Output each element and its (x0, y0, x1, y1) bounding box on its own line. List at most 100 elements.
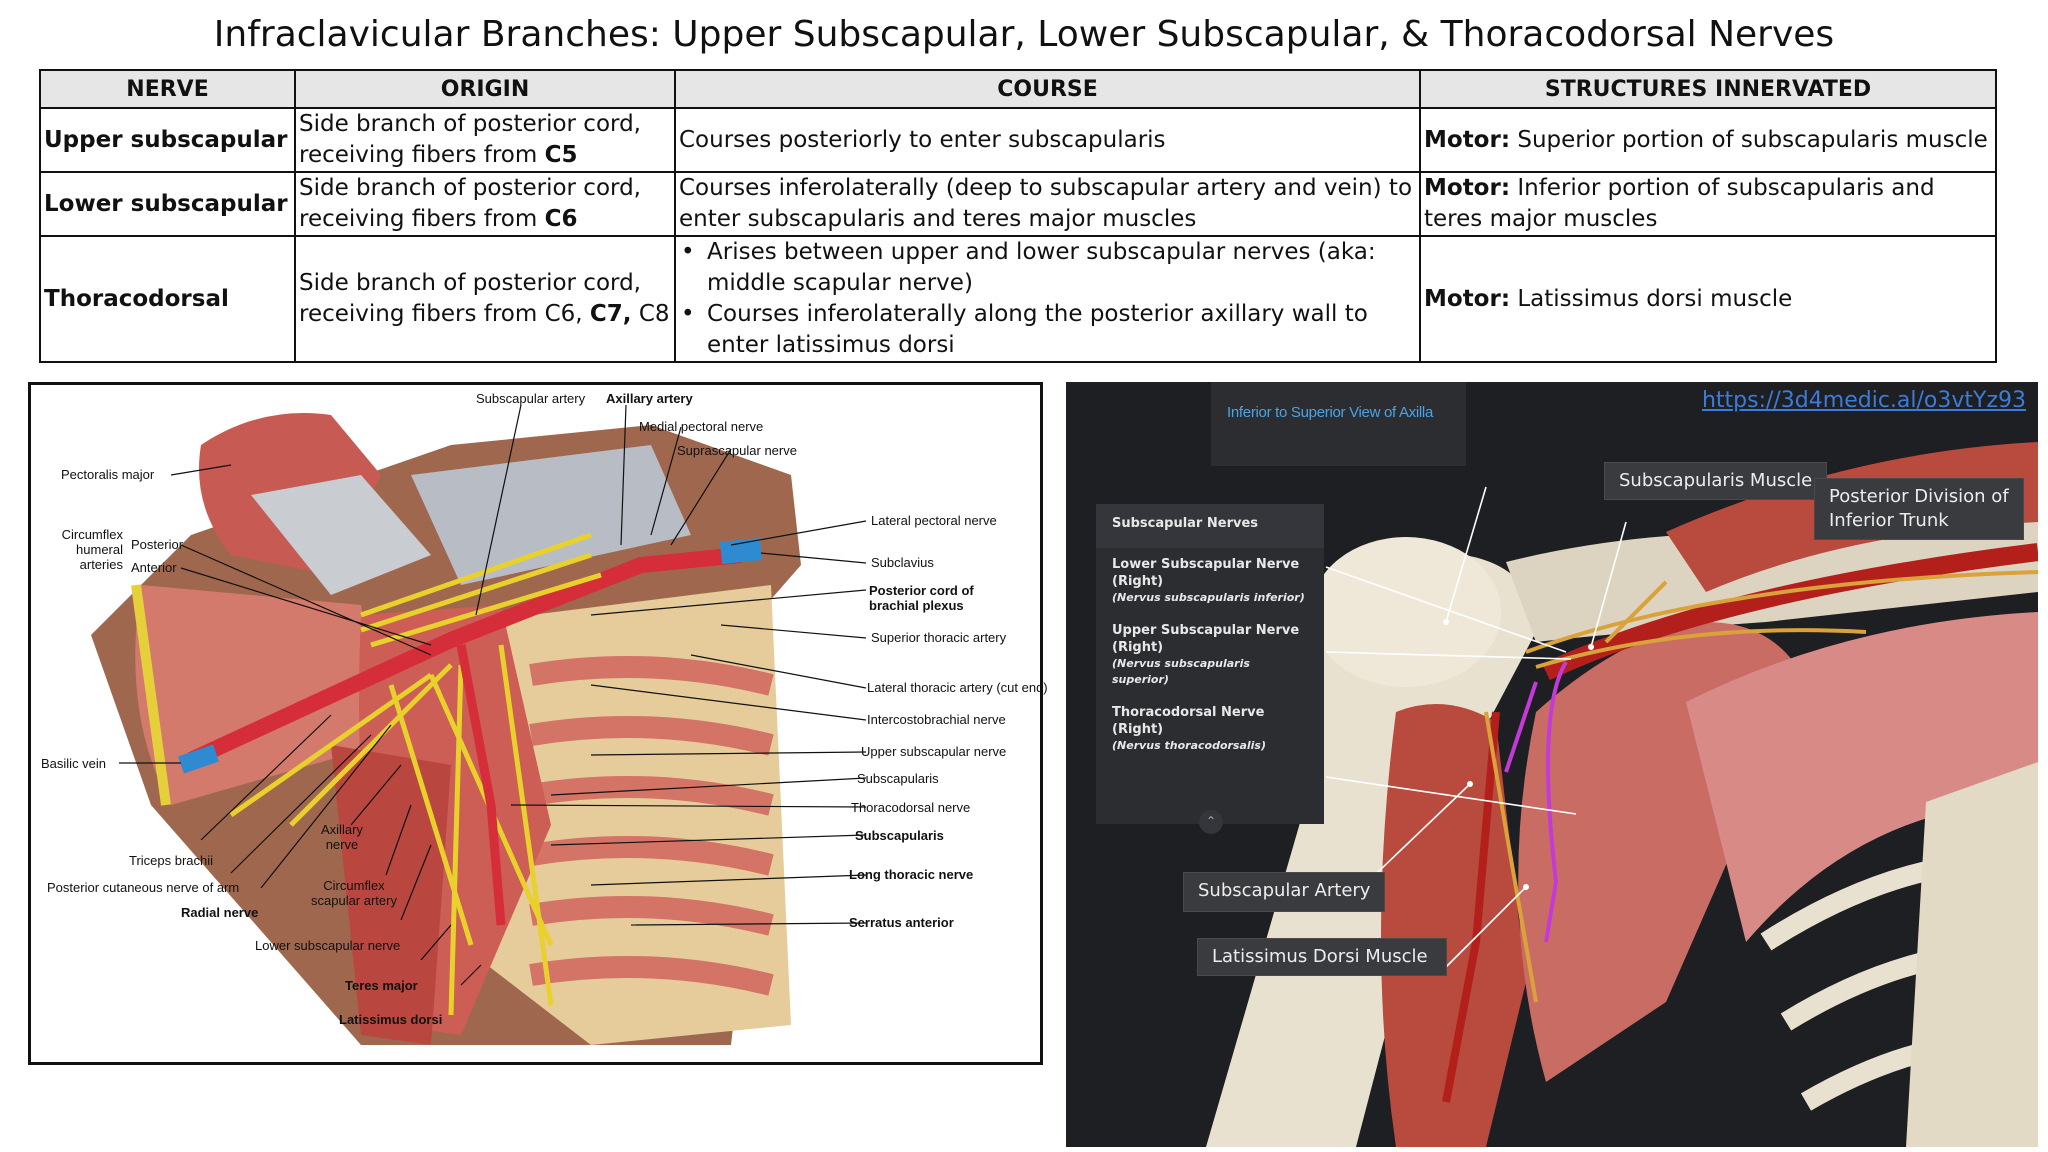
leader-lines (119, 404, 867, 986)
label-posterior-cutaneous-nerve: Posterior cutaneous nerve of arm (47, 880, 240, 895)
label-latissimus-dorsi: Latissimus dorsi (339, 1012, 443, 1027)
rib-band (529, 776, 774, 816)
3d4medical-link[interactable]: https://3d4medic.al/o3vtYz93 (1701, 388, 2026, 413)
leader-line (460, 964, 482, 986)
leader-line (1325, 776, 1577, 815)
leader-line (670, 448, 732, 546)
nerve (1525, 570, 2038, 654)
nerve-strand (360, 552, 592, 633)
rib-band (529, 956, 774, 996)
motor-label: Motor: (1424, 175, 1511, 201)
illustration-drawing (91, 404, 867, 1045)
nerve-strand (498, 644, 554, 1006)
list-item: Arises between upper and lower subscapul… (681, 237, 1416, 299)
leader-line (230, 734, 372, 874)
leader-line (385, 804, 412, 876)
label-subscapularis-bold: Subscapularis (855, 828, 944, 843)
label-lower-subscapular-nerve: Lower subscapular nerve (255, 938, 401, 953)
latissimus-muscle (331, 745, 451, 1045)
leader-line (590, 589, 867, 616)
leader-line (420, 924, 452, 961)
leader-line (475, 404, 522, 616)
label-teres-major: Teres major (345, 978, 418, 993)
innervated-cell: Motor: Latissimus dorsi muscle (1419, 235, 1997, 363)
leader-line (590, 874, 867, 886)
nerve-name: Upper subscapular (39, 107, 296, 173)
item-name: Lower Subscapular Nerve (Right) (1112, 557, 1300, 589)
3d-render (1206, 442, 2038, 1147)
nerve-name: Thoracodorsal (39, 235, 296, 363)
leader-line (630, 922, 867, 926)
label-triceps-brachii: Triceps brachii (129, 853, 214, 868)
leader-line (1325, 566, 1567, 653)
rib-band (529, 656, 774, 696)
subscapular-artery (1442, 711, 1500, 1103)
column-header-structures: STRUCTURES INNERVATED (1419, 69, 1997, 109)
nerve-strand (289, 663, 453, 827)
basilic-vein (178, 744, 219, 774)
innervated-text: Latissimus dorsi muscle (1510, 285, 1793, 312)
column-header-course: COURSE (674, 69, 1421, 109)
nerve-strand (370, 572, 602, 648)
nerve (1535, 628, 1867, 669)
leader-line (1445, 886, 1527, 968)
leader-line (180, 544, 432, 656)
leader-line (200, 714, 332, 841)
label-posterior-cord: Posterior cord of brachial plexus (869, 583, 974, 613)
leader-line (590, 684, 867, 721)
list-item[interactable]: Upper Subscapular Nerve (Right) (Nervus … (1096, 614, 1324, 696)
item-latin: (Nervus subscapularis inferior) (1112, 591, 1305, 604)
table-row: Thoracodorsal Side branch of posterior c… (39, 235, 1997, 363)
list-item: Courses inferolaterally along the poster… (681, 299, 1416, 361)
leader-line (400, 844, 432, 921)
item-latin: (Nervus subscapularis superior) (1112, 657, 1250, 686)
leader-line (350, 764, 402, 826)
leader-line (1325, 651, 1572, 660)
clavicle-region (411, 445, 691, 585)
leader-line (550, 777, 867, 796)
annotation-dot (1588, 644, 1594, 650)
nerve (1604, 580, 1668, 644)
label-suprascapular-nerve: Suprascapular nerve (677, 443, 797, 458)
label-subscapular-artery: Subscapular artery (476, 391, 586, 406)
axilla-illustration: Subscapular artery Axillary artery Media… (28, 382, 1048, 1065)
label-pectoralis-major: Pectoralis major (61, 467, 155, 482)
tag-subscapularis-muscle: Subscapularis Muscle (1604, 462, 1828, 500)
origin-text-post: C8 (631, 301, 670, 327)
nerve-name: Lower subscapular (39, 171, 296, 237)
origin-root: C5 (544, 142, 578, 168)
label-lateral-thoracic-artery: Lateral thoracic artery (cut end) (867, 680, 1048, 695)
origin-root: C7, (589, 301, 632, 327)
label-posterior: Posterior (131, 537, 184, 552)
course-cell: Courses inferolaterally (deep to subscap… (674, 171, 1421, 237)
motor-label: Motor: (1424, 126, 1511, 153)
list-item[interactable]: Lower Subscapular Nerve (Right) (Nervus … (1096, 548, 1324, 614)
course-bullets: Arises between upper and lower subscapul… (679, 237, 1416, 361)
course-cell: Arises between upper and lower subscapul… (674, 235, 1421, 363)
label-circumflex-scapular-artery: Circumflex scapular artery (311, 878, 397, 908)
chevron-up-icon[interactable]: ⌃ (1199, 810, 1223, 834)
annotation-dots (1443, 619, 1594, 890)
tag-subscapular-artery: Subscapular Artery (1183, 872, 1386, 912)
vertebral-column (1906, 762, 2038, 1147)
leader-line (1590, 521, 1627, 648)
leader-line (1445, 486, 1487, 623)
label-circumflex-humeral-arteries: Circumflex humeral arteries (61, 527, 123, 572)
axillary-artery (187, 547, 742, 768)
label-serratus-anterior: Serratus anterior (849, 915, 954, 930)
humerus-bone (1206, 552, 1536, 1147)
innervated-cell: Motor: Superior portion of subscapularis… (1419, 107, 1997, 173)
table-header-row: NERVE ORIGIN COURSE STRUCTURES INNERVATE… (39, 69, 1997, 109)
pectoralis-tendon (251, 475, 431, 595)
serratus-muscle (1686, 612, 2038, 942)
innervated-text: Inferior portion of subscapularis and te… (1424, 175, 1935, 232)
label-radial-nerve: Radial nerve (181, 905, 259, 920)
column-header-nerve: NERVE (39, 69, 296, 109)
leader-line (620, 404, 627, 546)
innervated-text: Superior portion of subscapularis muscle (1510, 126, 1988, 153)
nerve-table: NERVE ORIGIN COURSE STRUCTURES INNERVATE… (39, 69, 1997, 363)
origin-text: Side branch of posterior cord, receiving… (299, 175, 641, 232)
rib-band (529, 836, 774, 876)
label-anterior: Anterior (131, 560, 177, 575)
list-item[interactable]: Thoracodorsal Nerve (Right) (Nervus thor… (1096, 696, 1324, 762)
